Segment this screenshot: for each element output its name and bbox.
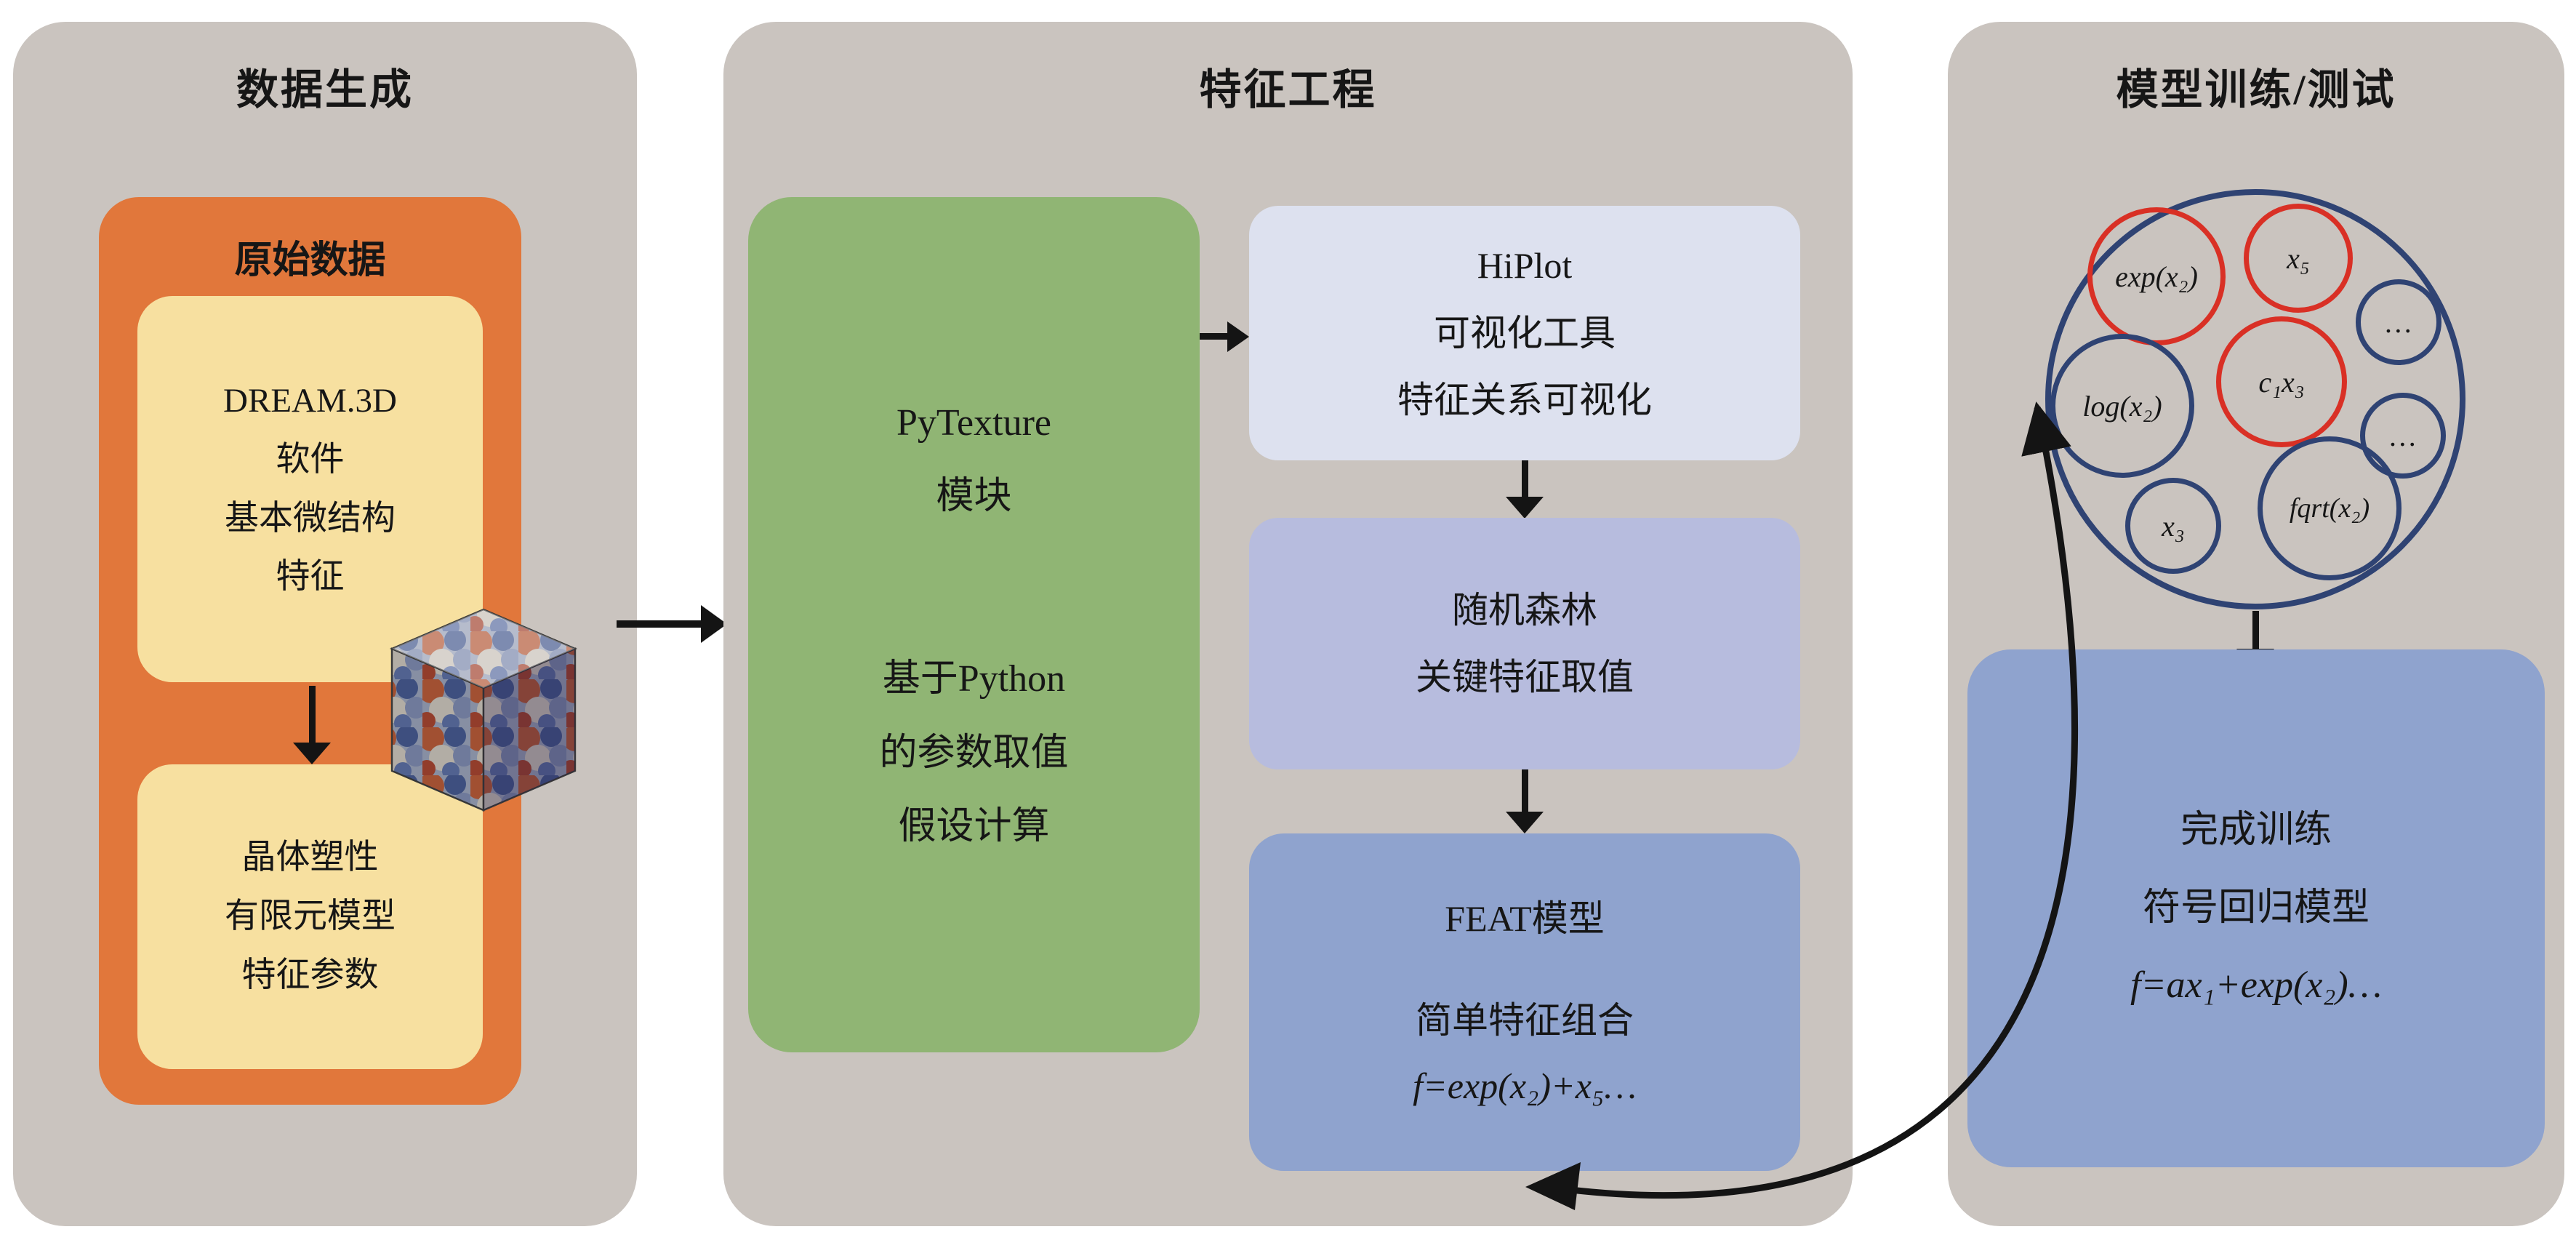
feature-engineering-title: 特征工程 [1199, 66, 1377, 113]
bubble-ellipsis-2: … [2360, 393, 2446, 479]
arrow-stem [1521, 460, 1528, 499]
arrow-head [701, 605, 727, 643]
hiplot-box: HiPlot 可视化工具 特征关系可视化 [1249, 206, 1800, 460]
pytexture-line: 模块 [936, 475, 1012, 517]
random-forest-line: 随机森林 [1452, 589, 1597, 631]
arrow-head [1506, 497, 1544, 519]
result-line: 符号回归模型 [2142, 887, 2370, 929]
bubble-c1x3: c₁x₃ [2216, 316, 2347, 447]
bubble-x3: x₃ [2125, 478, 2221, 574]
data-generation-title: 数据生成 [236, 66, 414, 113]
bubble-x5: x₅ [2244, 204, 2353, 313]
result-line: 完成训练 [2180, 809, 2332, 852]
bubble-ellipsis-1: … [2356, 279, 2441, 365]
hiplot-line: 可视化工具 [1434, 312, 1616, 353]
arrow-stem [617, 620, 705, 628]
bubble-fqrt-x2: fqrt(x₂) [2258, 436, 2402, 580]
arrow-down-icon [1506, 460, 1544, 519]
pytexture-line: PyTexture [896, 401, 1051, 444]
random-forest-box: 随机森林 关键特征取值 [1249, 518, 1800, 769]
cpfem-line: 晶体塑性 [241, 839, 379, 877]
arrow-down-icon [293, 686, 331, 764]
bubble-label: x₅ [2287, 241, 2310, 275]
panel-data-generation: 数据生成 原始数据 DREAM.3D 软件 基本微结构 特征 晶体塑性 有限元模… [13, 22, 637, 1226]
bubble-label: … [2390, 419, 2416, 452]
arrow-stem [2252, 611, 2259, 651]
arrow-head [293, 743, 331, 764]
bubble-label: c₁x₃ [2258, 365, 2305, 399]
dream3d-line: DREAM.3D [223, 381, 397, 420]
pytexture-box: PyTexture 模块 基于Python 的参数取值 假设计算 [748, 197, 1200, 1052]
panel-feature-engineering: 特征工程 PyTexture 模块 基于Python 的参数取值 假设计算 Hi… [723, 22, 1853, 1226]
pytexture-line: 的参数取值 [879, 732, 1069, 774]
feature-pool-circle [2045, 189, 2465, 609]
raw-data-title: 原始数据 [234, 240, 386, 281]
pytexture-line: 基于Python [882, 658, 1066, 700]
cpfem-box: 晶体塑性 有限元模型 特征参数 [137, 764, 483, 1069]
arrow-head [1506, 812, 1544, 833]
bubble-label: exp(x₂) [2115, 260, 2198, 293]
arrow-stem [308, 686, 316, 745]
arrow-head [1227, 321, 1249, 352]
panel-model-training: 模型训练/测试 exp(x₂) x₅ … log(x₂) c₁x₃ … x₃ f… [1948, 22, 2564, 1226]
bubble-label: x₃ [2162, 509, 2185, 543]
pytexture-group-1: PyTexture 模块 [896, 386, 1051, 534]
dream3d-box: DREAM.3D 软件 基本微结构 特征 [137, 296, 483, 682]
dream3d-line: 特征 [276, 558, 345, 596]
pytexture-line: 假设计算 [898, 806, 1050, 848]
hiplot-line: HiPlot [1477, 245, 1573, 287]
cpfem-line: 有限元模型 [225, 897, 396, 936]
hiplot-line: 特征关系可视化 [1397, 380, 1652, 421]
arrow-stem [1521, 769, 1528, 814]
model-training-title: 模型训练/测试 [2116, 66, 2396, 113]
trained-model-box: 完成训练 符号回归模型 f=ax₁+exp(x₂)… [1967, 649, 2545, 1167]
bubble-label: … [2386, 305, 2412, 339]
microstructure-cube-image [374, 583, 593, 828]
feat-title: FEAT模型 [1445, 898, 1605, 939]
feat-formula: f=exp(x₂)+x₅… [1413, 1065, 1637, 1106]
dream3d-line: 基本微结构 [225, 499, 396, 537]
bubble-label: fqrt(x₂) [2289, 493, 2370, 524]
feat-model-box: FEAT模型 简单特征组合 f=exp(x₂)+x₅… [1249, 833, 1800, 1171]
arrow-stem [1200, 333, 1232, 340]
arrow-down-icon [1506, 769, 1544, 833]
bubble-label: log(x₂) [2082, 389, 2162, 423]
result-formula: f=ax₁+exp(x₂)… [2130, 964, 2382, 1007]
cpfem-line: 特征参数 [241, 956, 379, 994]
bubble-exp-x2: exp(x₂) [2087, 207, 2226, 345]
arrow-right-icon [617, 604, 727, 644]
pytexture-group-2: 基于Python 的参数取值 假设计算 [879, 642, 1068, 863]
arrow-right-icon [1200, 319, 1249, 354]
random-forest-line: 关键特征取值 [1416, 657, 1634, 697]
cube-svg [389, 608, 578, 812]
bubble-log-x2: log(x₂) [2050, 334, 2194, 478]
feat-line: 简单特征组合 [1416, 1000, 1634, 1041]
dream3d-line: 软件 [276, 440, 345, 479]
